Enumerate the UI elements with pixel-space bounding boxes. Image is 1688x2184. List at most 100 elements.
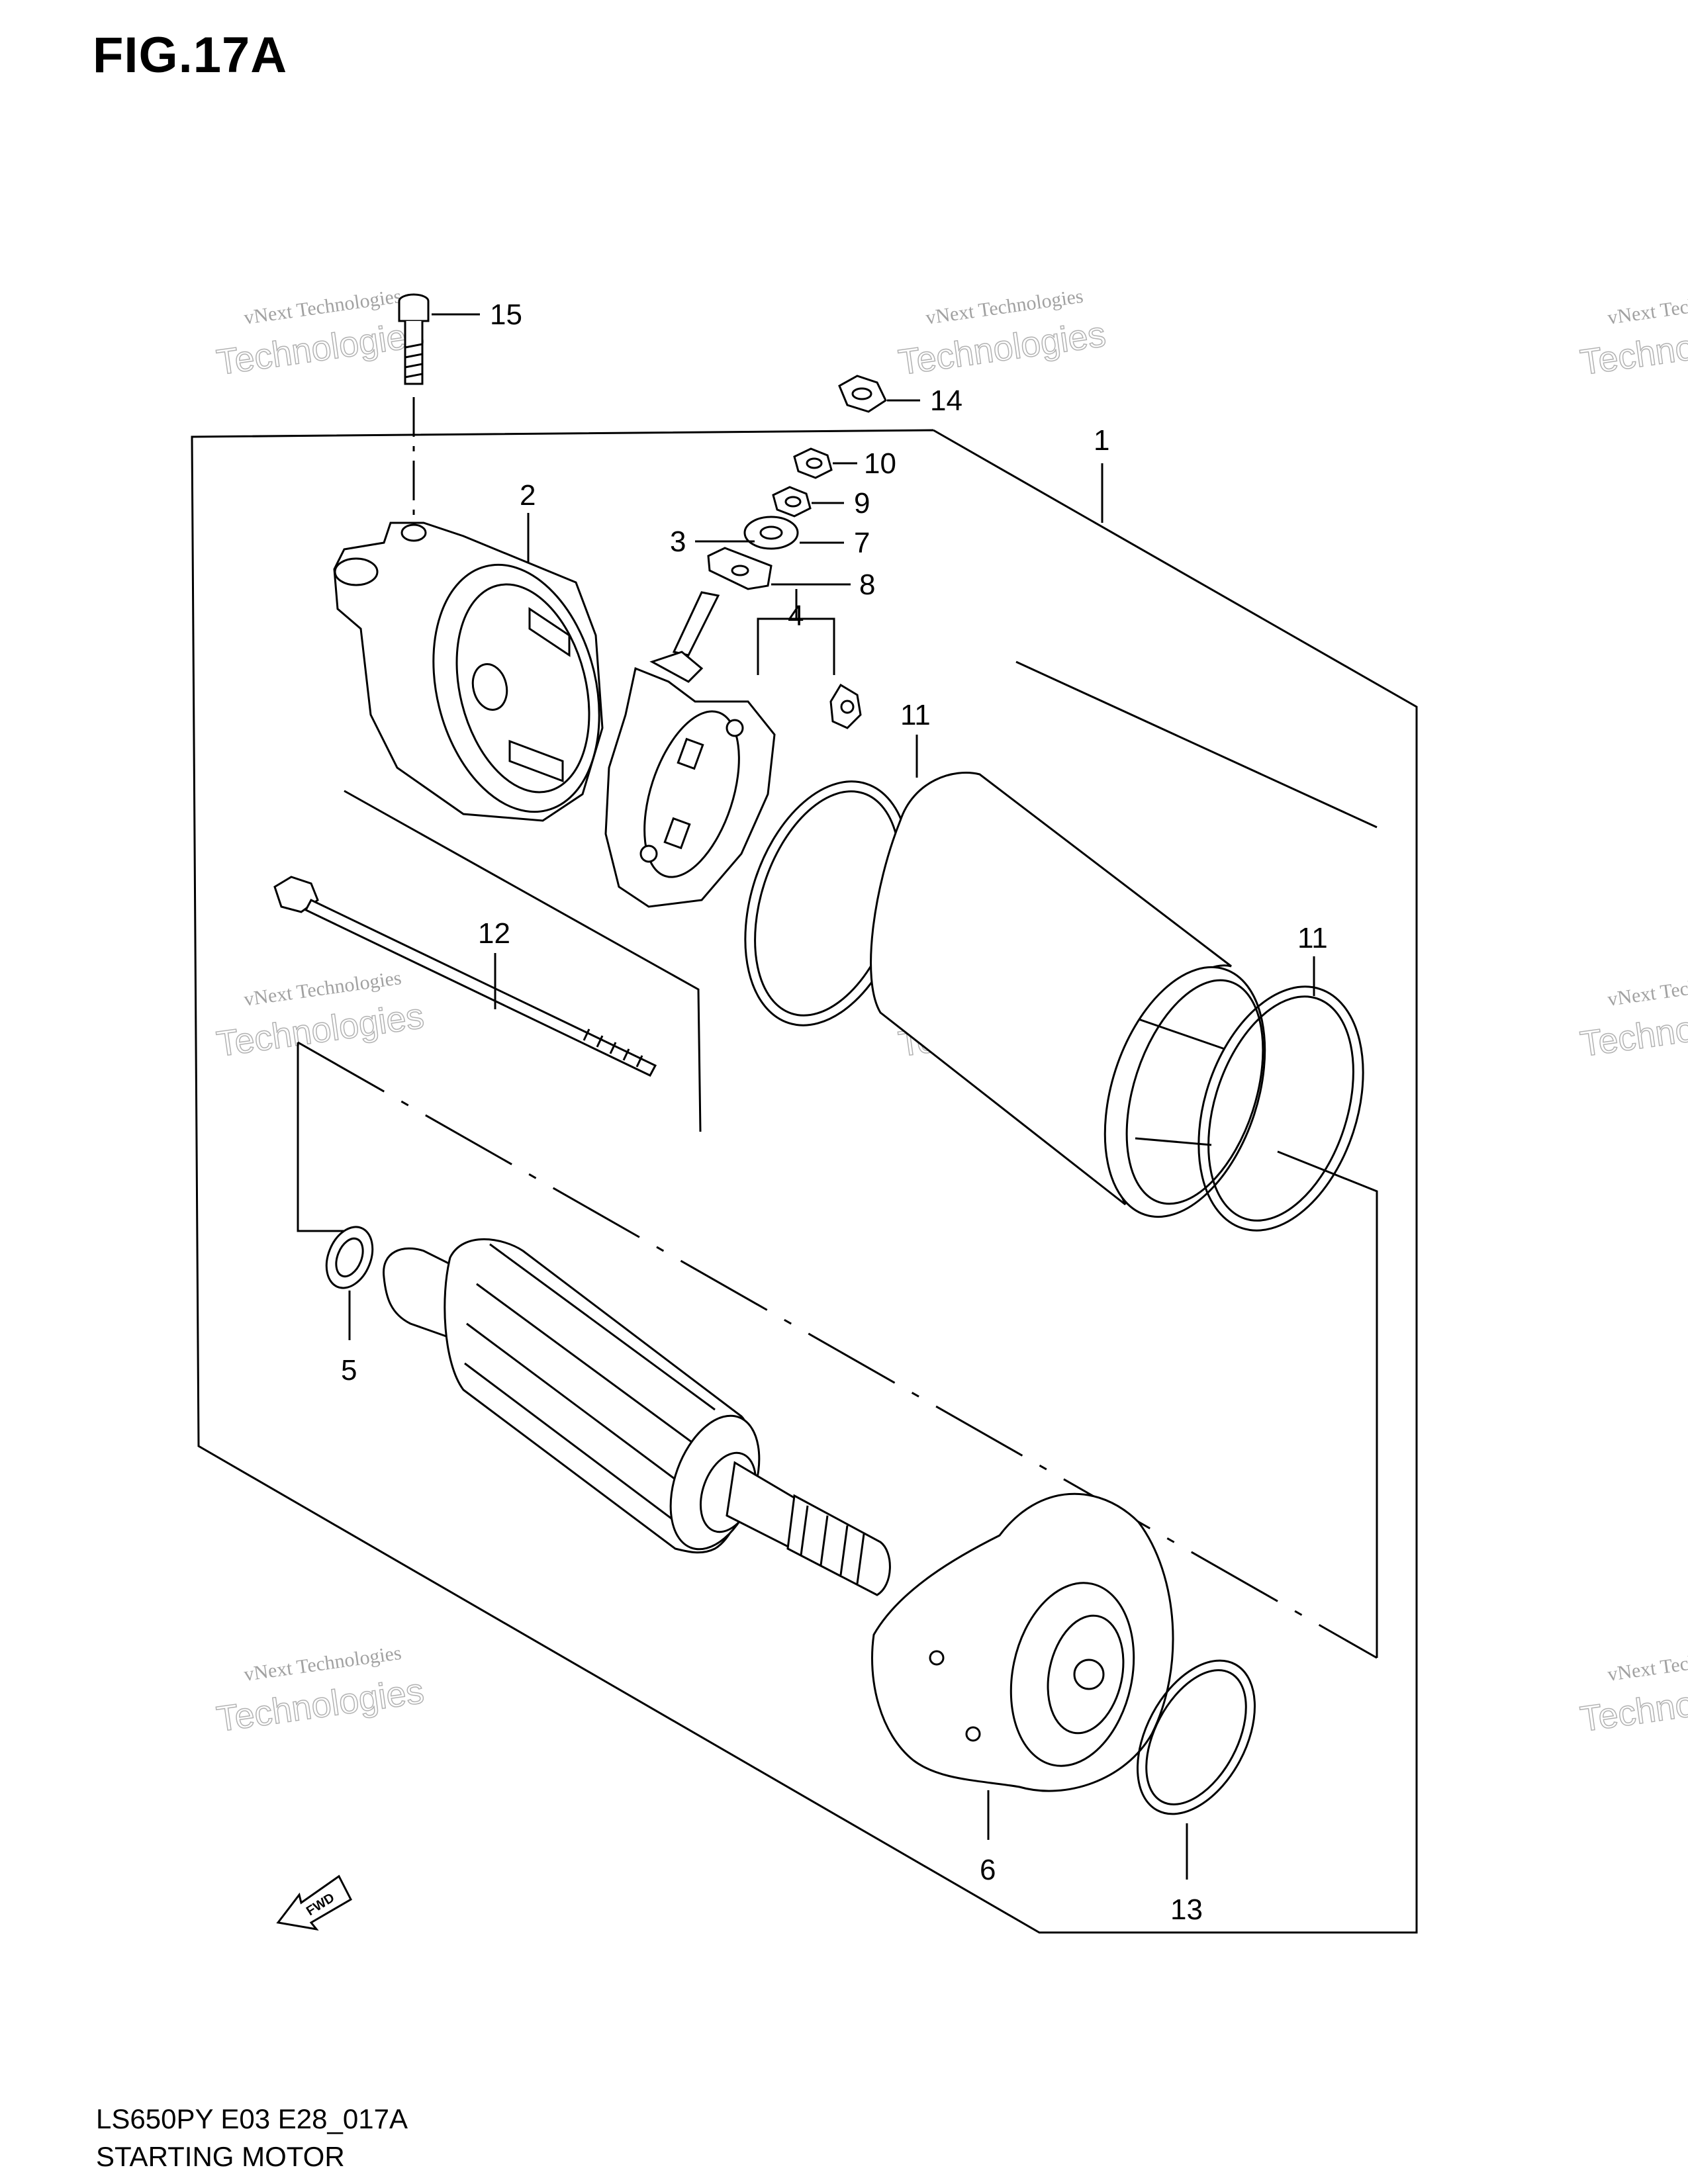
bolt-thread [404, 363, 423, 369]
callout-2: 2 [520, 479, 536, 512]
part-through-bolt-12 [273, 876, 657, 1077]
o-ring-outer [1137, 1659, 1256, 1815]
callout-7: 7 [854, 527, 870, 559]
callout-9: 9 [854, 487, 870, 520]
part-o-ring-13 [1137, 1659, 1256, 1815]
fwd-arrow-shape [276, 1874, 352, 1931]
watermark: vNext Technologies Technologies [1577, 285, 1688, 383]
yoke-internal-line [1138, 1018, 1225, 1050]
washer-inner [335, 1237, 364, 1278]
through-bolt-thread [622, 1048, 630, 1061]
page-title: FIG.17A [93, 27, 288, 83]
through-bolt-thread [635, 1055, 643, 1068]
bracket-lines [297, 660, 1378, 1659]
footer-model-code: LS650PY E03 E28_017A [96, 2103, 408, 2134]
part-yoke-housing [870, 772, 1266, 1218]
callout-12: 12 [478, 917, 510, 950]
part-nut-14 [838, 375, 887, 413]
nut-9-hole [784, 496, 802, 508]
bolt-thread [404, 343, 423, 349]
terminal-stud [672, 591, 720, 657]
callout-labels: 15 14 1 2 10 9 7 3 8 4 11 11 12 5 6 13 [341, 298, 1328, 1926]
watermark: vNext Technologies Technologies [1577, 1642, 1688, 1740]
callout-5: 5 [341, 1354, 357, 1387]
o-ring-outer [1197, 985, 1364, 1232]
pinion-tooth [856, 1533, 865, 1584]
callout-4: 4 [788, 600, 804, 632]
brush-lead [649, 651, 704, 683]
part-armature [383, 1238, 891, 1596]
callout-10: 10 [864, 447, 896, 480]
assembly-boundary [191, 429, 1418, 1934]
bracket-armature [297, 1042, 348, 1232]
footer-section-name: STARTING MOTOR [96, 2141, 345, 2172]
housing-slot [508, 739, 564, 783]
callout-14: 14 [930, 385, 962, 417]
part-brush-holder [604, 591, 776, 908]
callout-8: 8 [859, 569, 875, 601]
yoke-front-inner [1125, 979, 1264, 1205]
watermark: vNext Technologies Technologies [1577, 967, 1688, 1065]
watermark: vNext Technologies Technologies [214, 285, 427, 383]
plate-8-hole [731, 565, 749, 576]
part-bolt-15 [398, 293, 430, 385]
bolt-thread [404, 353, 423, 359]
callout-13: 13 [1170, 1893, 1203, 1926]
part-terminal-hardware [707, 447, 833, 590]
bolt-thread [404, 373, 423, 379]
pinion-tooth [800, 1505, 809, 1556]
front-cover-center [1073, 1659, 1105, 1690]
housing-bolt-hole [400, 523, 427, 542]
part-brush-spring-4 [757, 617, 862, 729]
bracket-upper [1015, 660, 1378, 829]
armature-winding [466, 1322, 689, 1490]
brush [663, 817, 691, 850]
armature-winding [476, 1283, 702, 1451]
bracket-right [1277, 1150, 1378, 1658]
pinion-tooth [839, 1525, 849, 1576]
through-bolt-thread [583, 1028, 590, 1041]
brush-plate-hole [639, 844, 658, 863]
bracket-armature-dash [297, 1041, 1378, 1659]
part-front-cover-6 [871, 1492, 1174, 1792]
bolt-head [398, 301, 430, 322]
callout-11b: 11 [1297, 922, 1328, 954]
through-bolt-shank [304, 899, 657, 1077]
watermark-small-text: vNext Technologies [1606, 967, 1688, 1011]
callout-3: 3 [670, 525, 686, 558]
o-ring-inner [1207, 995, 1354, 1222]
callout-leaders [348, 313, 1315, 1880]
brush [677, 737, 704, 770]
housing-slot [528, 607, 571, 657]
callout-6: 6 [980, 1854, 996, 1886]
callout-1: 1 [1094, 424, 1109, 457]
through-bolt-thread [596, 1035, 604, 1048]
spring-clip-hole [840, 700, 855, 714]
part-washer-5 [325, 1226, 374, 1289]
through-bolt-thread [609, 1042, 617, 1054]
pinion-tooth [820, 1515, 829, 1566]
part-o-ring-11b [1197, 985, 1364, 1232]
armature-pinion [786, 1494, 891, 1596]
housing-mount-ring [334, 557, 379, 586]
callout-15: 15 [490, 298, 522, 331]
watermark: vNext Technologies Technologies [214, 967, 427, 1065]
o-ring-inner [1145, 1669, 1247, 1805]
bracket-housing [344, 790, 702, 1132]
through-bolt-head [273, 876, 319, 913]
front-cover-hole [929, 1650, 945, 1666]
brush-plate-hole [726, 719, 744, 737]
nut-10-hole [806, 457, 823, 469]
watermark: vNext Technologies Technologies [896, 285, 1109, 383]
housing-bearing [471, 663, 508, 711]
armature-winding [489, 1243, 716, 1411]
watermark-small-text: vNext Technologies [1606, 1642, 1688, 1686]
part-rear-housing [333, 522, 604, 822]
callout-11a: 11 [900, 699, 931, 731]
armature-winding [464, 1362, 686, 1530]
watermark: vNext Technologies Technologies [214, 1642, 427, 1740]
watermark-small-text: vNext Technologies [1606, 285, 1688, 329]
front-cover-hole [965, 1726, 981, 1742]
bolt-shank [404, 321, 424, 385]
